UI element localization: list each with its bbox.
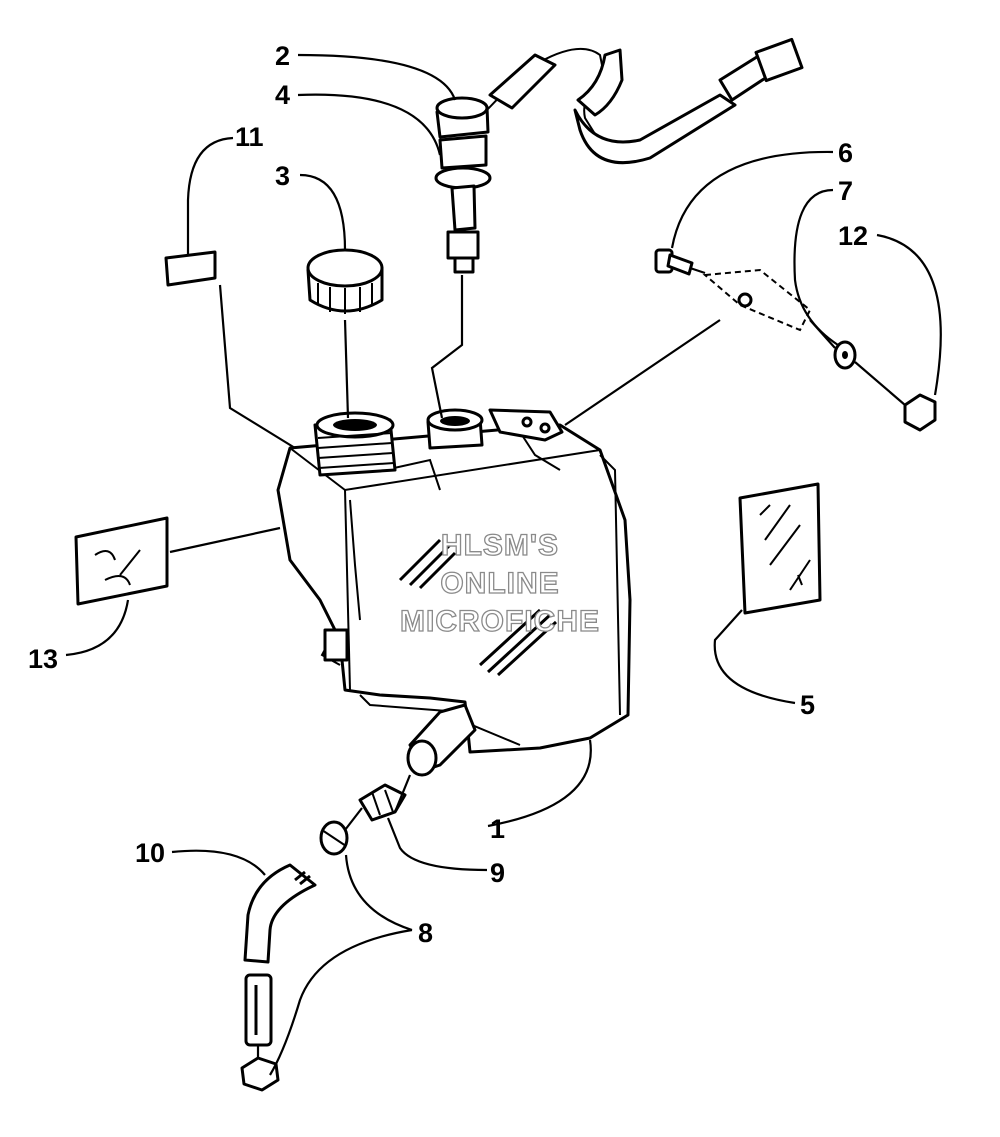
watermark-line2: ONLINE [440, 567, 559, 600]
callout-12: 12 [838, 221, 868, 251]
level-sensor [434, 96, 492, 274]
callout-4: 4 [275, 80, 290, 110]
callout-1: 1 [490, 814, 505, 844]
watermark-line1: HLSM'S [441, 529, 559, 562]
assembly-lines [169, 266, 906, 1058]
hose-clamp-lower [240, 1056, 280, 1092]
callout-5: 5 [800, 690, 815, 720]
hose-clamp-upper [319, 820, 349, 856]
hose [243, 863, 317, 1047]
callout-leaders [65, 53, 942, 1076]
callout-numbers: 2 4 11 3 6 7 12 13 5 1 9 10 8 [28, 41, 868, 948]
callout-9: 9 [490, 858, 505, 888]
small-decal [164, 250, 217, 287]
bolt [654, 248, 694, 276]
watermark-line3: MICROFICHE [400, 605, 600, 638]
tank-decal-left [74, 516, 169, 606]
hose-fitting [358, 783, 407, 822]
callout-2: 2 [275, 41, 290, 71]
filler-cap [306, 248, 384, 314]
nut [903, 393, 937, 432]
callout-3: 3 [275, 161, 290, 191]
warning-decal [738, 482, 822, 615]
callout-8: 8 [418, 918, 433, 948]
callout-10: 10 [135, 838, 165, 868]
callout-6: 6 [838, 138, 853, 168]
callout-13: 13 [28, 644, 58, 674]
tank-body [276, 408, 632, 777]
mount-bracket [702, 268, 812, 332]
wire-harness [486, 37, 804, 165]
callout-7: 7 [838, 176, 853, 206]
callout-11: 11 [235, 122, 264, 152]
washer [833, 340, 857, 370]
